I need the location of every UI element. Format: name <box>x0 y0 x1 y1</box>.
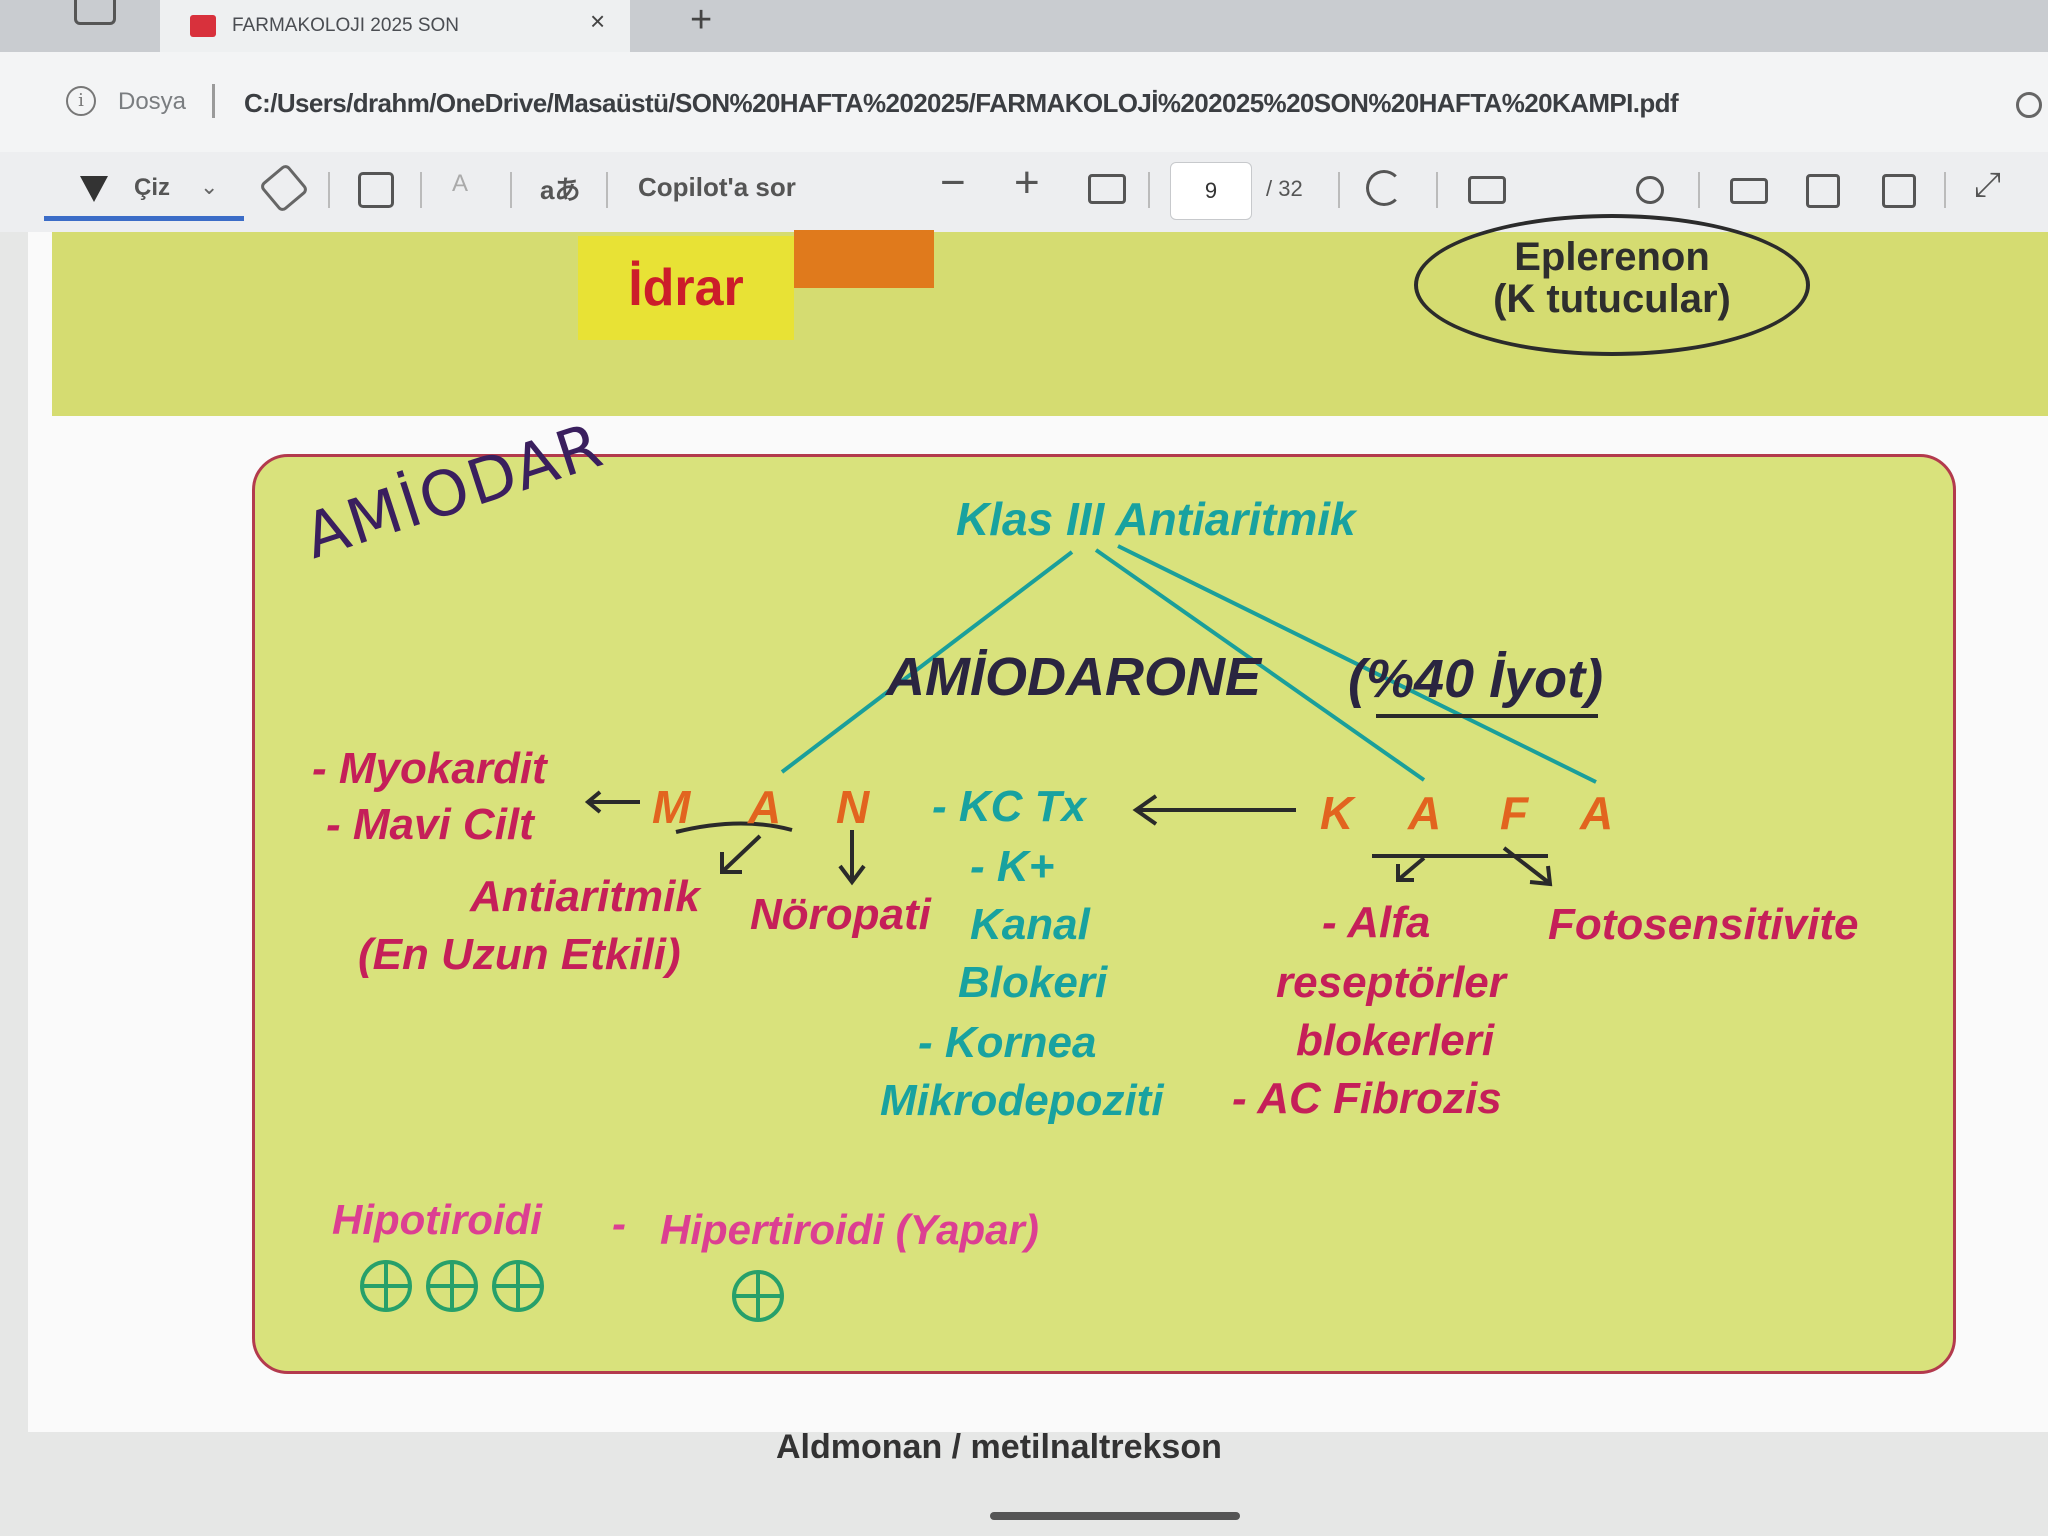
arrow-to-noropati <box>838 830 866 886</box>
next-slide-caption: Aldmonan / metilnaltrekson <box>776 1428 1222 1466</box>
idrar-box: İdrar <box>578 236 794 340</box>
divider <box>1698 172 1700 208</box>
divider <box>606 172 608 208</box>
effect-myokardit: - Myokardit <box>312 744 547 793</box>
man-a: A <box>748 781 782 833</box>
file-scheme-label[interactable]: Dosya <box>118 88 187 115</box>
kafa-k: K <box>1320 787 1354 839</box>
new-tab-button[interactable]: + <box>690 0 713 41</box>
hipotiroidi: Hipotiroidi <box>332 1196 542 1243</box>
eplerenon-sub: (K tutucular) <box>1493 277 1731 321</box>
divider <box>1944 172 1946 208</box>
kafa-f: F <box>1500 787 1529 839</box>
dash: - <box>612 1200 626 1247</box>
hipertiroidi: Hipertiroidi (Yapar) <box>660 1206 1039 1253</box>
mikrodepoziti: Mikrodepoziti <box>880 1076 1164 1125</box>
divider <box>212 84 215 118</box>
window-menu-icon[interactable] <box>74 0 116 25</box>
eplerenon-ellipse: Eplerenon (K tutucular) <box>1414 214 1810 356</box>
k-plus: - K+ <box>970 842 1055 891</box>
alfa: - Alfa <box>1322 898 1431 947</box>
pen-icon <box>80 176 108 202</box>
divider <box>420 172 422 208</box>
arrow-to-alfa <box>1396 856 1426 882</box>
divider <box>510 172 512 208</box>
divider <box>1436 172 1438 208</box>
kafa-a1: A <box>1408 787 1442 839</box>
zoom-search-icon[interactable] <box>2016 92 2042 118</box>
class-title: Klas III Antiaritmik <box>956 493 1356 545</box>
zoom-out-button[interactable]: − <box>940 158 966 207</box>
arrow-man-left <box>584 790 640 814</box>
expand-icon[interactable]: ⤢ <box>1974 166 2002 204</box>
read-aloud-icon[interactable]: A <box>452 170 469 197</box>
amiodarone-slide <box>252 454 1956 1374</box>
page-total: / 32 <box>1266 176 1303 201</box>
line-class-to-man <box>780 550 1074 774</box>
page-layout-icon[interactable] <box>1468 176 1506 204</box>
draw-button[interactable]: Çiz ⌄ <box>44 168 244 221</box>
man-m: M <box>652 781 691 833</box>
line-class-to-kafa-1 <box>1094 548 1426 782</box>
iodine-content: (%40 İyot) <box>1348 649 1604 709</box>
search-icon[interactable] <box>1636 176 1664 204</box>
copilot-button[interactable]: Copilot'a sor <box>638 172 796 202</box>
ac-fibrozis: - AC Fibrozis <box>1232 1074 1502 1123</box>
arrow-to-foto <box>1502 846 1553 887</box>
orange-box <box>794 230 934 288</box>
rotate-icon[interactable] <box>1366 170 1402 206</box>
chevron-down-icon[interactable]: ⌄ <box>200 174 219 199</box>
antiaritmik-label: Antiaritmik <box>470 872 700 921</box>
blokeri: Blokeri <box>958 958 1108 1007</box>
translate-icon[interactable]: aあ <box>540 175 581 205</box>
pdf-icon <box>190 15 216 37</box>
fotosensitivite: Fotosensitivite <box>1548 900 1859 949</box>
tab-title: FARMAKOLOJI 2025 SON <box>232 15 460 36</box>
divider <box>1338 172 1340 208</box>
url-field[interactable]: C:/Users/drahm/OneDrive/Masaüstü/SON%20H… <box>244 88 1679 118</box>
address-bar <box>0 52 2048 152</box>
line-class-to-kafa-2 <box>1117 544 1597 784</box>
arrow-to-antiaritmik <box>720 834 762 874</box>
man-n: N <box>836 781 870 833</box>
pdf-toolbar <box>0 152 2048 233</box>
divider <box>1148 172 1150 208</box>
arc-man <box>675 821 793 834</box>
save-icon[interactable] <box>1806 174 1840 208</box>
page-number-input[interactable] <box>1170 162 1252 220</box>
tab-pdf[interactable]: FARMAKOLOJI 2025 SON <box>160 0 630 52</box>
save-as-icon[interactable] <box>1882 174 1916 208</box>
tab-strip: FARMAKOLOJI 2025 SON × + <box>0 0 2048 52</box>
kanal: Kanal <box>970 900 1090 949</box>
drug-name: AMİODARONE <box>886 647 1261 707</box>
noropati-label: Nöropati <box>750 890 931 939</box>
en-uzun-label: (En Uzun Etkili) <box>358 930 681 979</box>
scrollbar[interactable] <box>990 1512 1240 1520</box>
reseptorler: reseptörler <box>1276 958 1506 1007</box>
blokerleri: blokerleri <box>1296 1016 1495 1065</box>
close-tab-icon[interactable]: × <box>590 6 606 36</box>
divider <box>328 172 330 208</box>
info-icon[interactable]: i <box>66 86 96 116</box>
fit-page-icon[interactable] <box>1088 174 1126 204</box>
page-view-icon[interactable] <box>358 172 394 208</box>
zoom-in-button[interactable]: + <box>1014 158 1040 207</box>
kc-tx: - KC Tx <box>932 782 1086 831</box>
kafa-a2: A <box>1580 787 1614 839</box>
arrow-kafa-left <box>1132 794 1296 826</box>
eplerenon-label: Eplerenon <box>1514 235 1710 279</box>
kornea: - Kornea <box>918 1018 1097 1067</box>
effect-mavi-cilt: - Mavi Cilt <box>326 800 534 849</box>
draw-label: Çiz <box>134 174 170 201</box>
print-icon[interactable] <box>1730 178 1768 204</box>
